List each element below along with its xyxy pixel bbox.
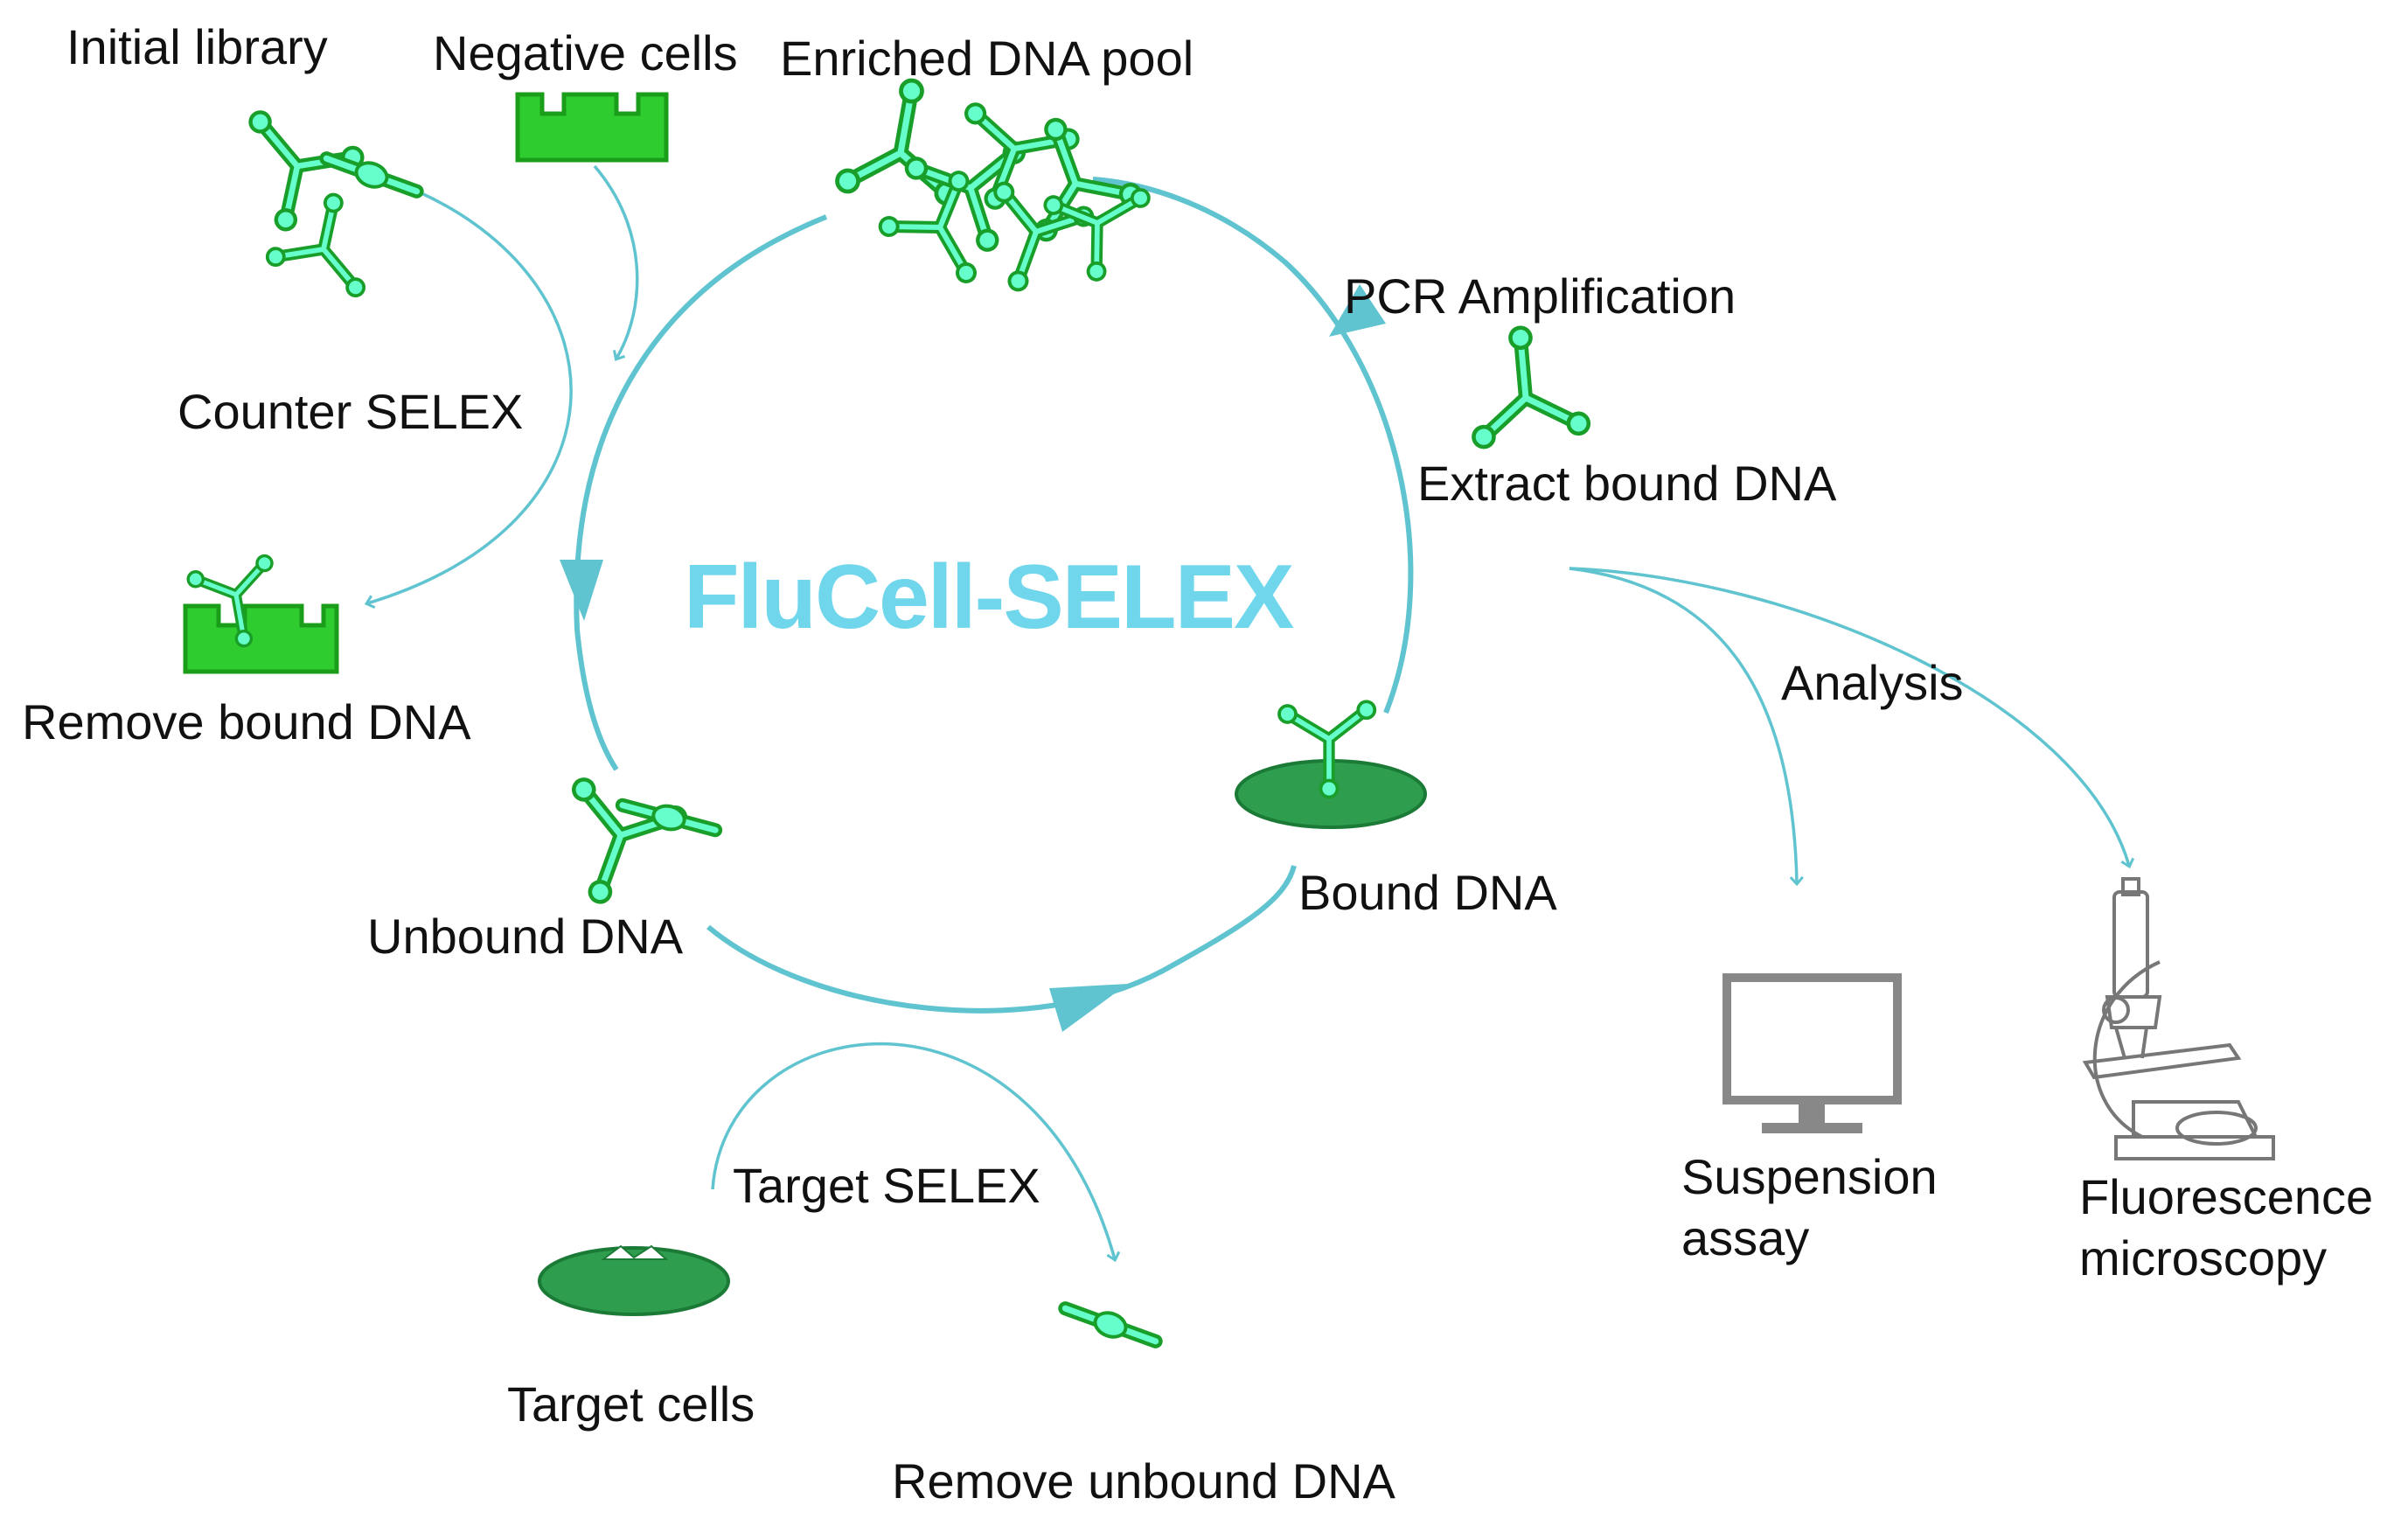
dna-aptamer-icon xyxy=(1465,323,1590,448)
bound-dna-cell xyxy=(1235,701,1427,829)
unbound-dna xyxy=(540,772,719,921)
analysis-flow xyxy=(1569,567,2129,883)
label-remove-unbound: Remove unbound DNA xyxy=(892,1453,1396,1509)
cycle-arrowhead-right xyxy=(1329,284,1386,337)
label-suspension-line2: assay xyxy=(1681,1210,1809,1265)
cycle-arc-right xyxy=(1092,177,1414,714)
dna-aptamer-icon xyxy=(213,78,369,233)
target-cell-icon xyxy=(538,1244,730,1316)
label-fluorescence-line2: microscopy xyxy=(2079,1230,2327,1286)
cycle-arc-left xyxy=(574,214,828,771)
label-target-selex: Target SELEX xyxy=(733,1158,1040,1213)
enriched-dna-pool xyxy=(836,71,1173,307)
selex-cycle xyxy=(560,177,1414,1032)
cycle-arc-bottom xyxy=(706,865,1297,1014)
analysis-arrow-suspension xyxy=(1569,567,1797,883)
dna-aptamer-icon xyxy=(1061,1298,1159,1352)
initial-library-dna xyxy=(213,78,421,326)
label-remove-bound: Remove bound DNA xyxy=(22,694,471,749)
negative-cell-icon xyxy=(515,92,669,163)
analysis-arrow-microscopy xyxy=(1569,567,2129,866)
counter-selex-flow xyxy=(367,164,639,603)
remove-bound-cell-icon xyxy=(185,554,339,674)
cycle-arrowhead-left xyxy=(560,560,603,621)
label-counter-selex: Counter SELEX xyxy=(177,384,523,439)
monitor-icon xyxy=(1722,973,1902,1133)
cycle-arrowhead-bottom xyxy=(1049,984,1128,1032)
diagram-title: FluCell-SELEX xyxy=(684,547,1294,648)
microscope-icon xyxy=(2082,877,2275,1160)
counter-selex-arrow xyxy=(367,191,573,603)
label-fluorescence-line1: Fluorescence xyxy=(2079,1169,2373,1224)
label-target-cells: Target cells xyxy=(507,1376,755,1432)
negative-cells-arrow xyxy=(593,164,639,359)
label-pcr: PCR Amplification xyxy=(1344,268,1736,324)
label-negative-cells: Negative cells xyxy=(433,25,738,80)
label-bound-dna: Bound DNA xyxy=(1298,865,1557,920)
label-suspension-line1: Suspension xyxy=(1681,1149,1938,1204)
dna-aptamer-icon xyxy=(540,772,689,921)
label-unbound-dna: Unbound DNA xyxy=(367,909,684,964)
target-selex-arrow xyxy=(711,1042,1115,1259)
label-analysis: Analysis xyxy=(1781,655,1964,710)
label-initial-library: Initial library xyxy=(66,19,328,74)
label-extract: Extract bound DNA xyxy=(1417,456,1837,511)
label-enriched-pool: Enriched DNA pool xyxy=(780,31,1194,86)
